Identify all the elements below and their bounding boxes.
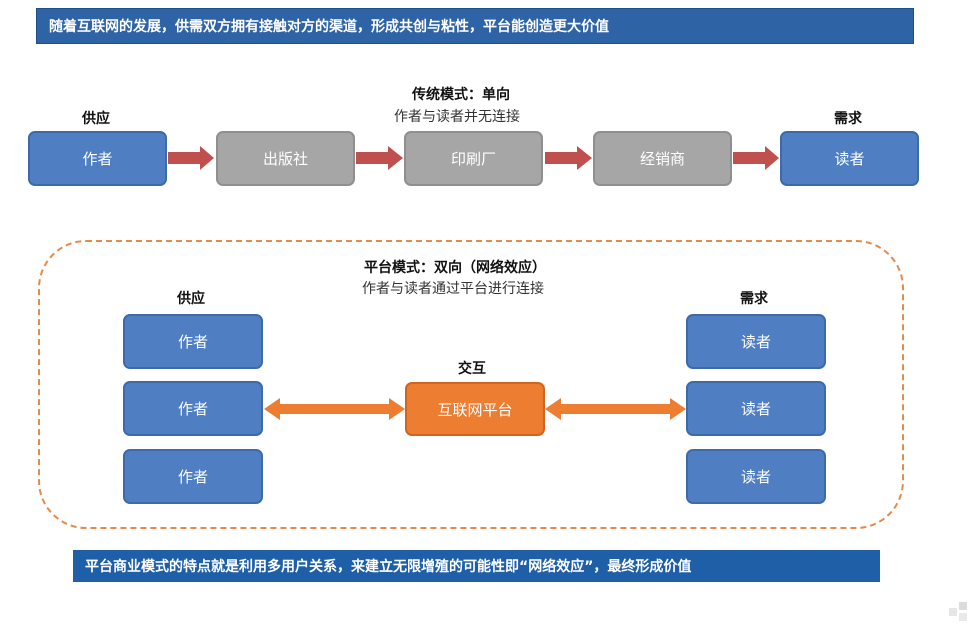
demand-box-1: 读者	[686, 314, 826, 369]
left-double-arrow	[264, 398, 405, 420]
platform-demand-label: 需求	[740, 291, 768, 307]
interaction-label: 交互	[458, 361, 486, 377]
supply-box-1: 作者	[123, 314, 263, 369]
traditional-supply-label: 供应	[82, 111, 110, 127]
traditional-title: 传统模式：单向	[412, 87, 510, 103]
arrow-1	[168, 146, 214, 170]
traditional-subtitle: 作者与读者并无连接	[394, 109, 520, 125]
chain-box-distributor: 经销商	[593, 131, 732, 186]
arrow-4	[733, 146, 779, 170]
arrow-3	[545, 146, 592, 170]
right-double-arrow	[545, 398, 686, 420]
chain-box-author: 作者	[28, 131, 167, 186]
chain-box-publisher: 出版社	[216, 131, 355, 186]
internet-platform-box: 互联网平台	[405, 382, 545, 436]
traditional-demand-label: 需求	[834, 111, 862, 127]
chain-box-printer: 印刷厂	[404, 131, 543, 186]
bottom-banner: 平台商业模式的特点就是利用多用户关系，来建立无限增殖的可能性即“网络效应”，最终…	[73, 550, 880, 582]
platform-title: 平台模式：双向（网络效应）	[364, 260, 546, 276]
demand-box-2: 读者	[686, 381, 826, 436]
top-banner: 随着互联网的发展，供需双方拥有接触对方的渠道，形成共创与粘性，平台能创造更大价值	[36, 8, 914, 44]
supply-box-2: 作者	[123, 381, 263, 436]
platform-supply-label: 供应	[177, 291, 205, 307]
chain-box-reader: 读者	[780, 131, 919, 186]
demand-box-3: 读者	[686, 449, 826, 504]
corner-decoration	[949, 602, 967, 621]
platform-subtitle: 作者与读者通过平台进行连接	[362, 281, 544, 297]
platform-dashed-frame	[38, 240, 904, 529]
supply-box-3: 作者	[123, 449, 263, 504]
arrow-2	[356, 146, 403, 170]
